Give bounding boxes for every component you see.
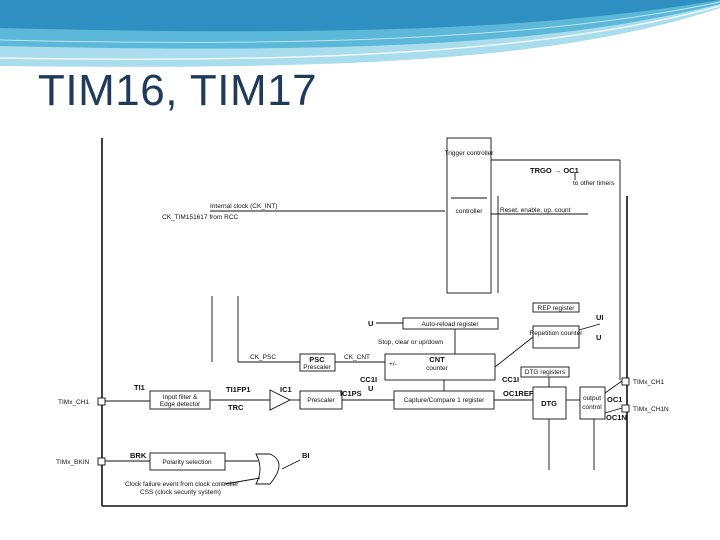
clock-failure-label: Clock failure event from clock controlle… (125, 481, 239, 488)
timx-ch1-out-pin (621, 377, 630, 386)
timx-ch1-out-label: TIMx_CH1 (633, 379, 664, 386)
psc-prescaler-block: PSC Prescaler (299, 353, 336, 372)
psc-label: PSC (309, 355, 325, 364)
plus-minus-label: +/- (389, 361, 397, 368)
ic1-label: IC1 (280, 385, 292, 394)
oc1ref-label: OC1REF (503, 389, 534, 398)
brk-label: BRK (130, 451, 147, 460)
autoreload-block: Auto-reload register U Stop, clear or up… (368, 317, 499, 354)
cc1i-out-label: CC1I (502, 375, 519, 384)
cnt-label: CNT (429, 355, 445, 364)
to-other-timers-label: to other timers (573, 180, 615, 187)
input-mux (269, 389, 292, 411)
timx-bkin-pin (97, 457, 106, 466)
timx-bkin-label: TIMx_BKIN (56, 459, 90, 466)
ck-cnt-label: CK_CNT (344, 354, 370, 361)
dtg-block: DTG (532, 386, 567, 420)
oc1-label: OC1 (607, 395, 622, 404)
edge-detector-label: Edge detector (160, 401, 201, 408)
oc1n-label: OC1N (606, 413, 627, 422)
control-label: control (582, 404, 602, 411)
controller-label: controller (456, 208, 484, 215)
dtg-registers-block: DTG registers (520, 366, 570, 378)
repetition-counter-block: REP register Repetition counter UI U (530, 302, 604, 349)
autoreload-label: Auto-reload register (421, 321, 479, 328)
rep-register-label: REP register (538, 305, 576, 312)
ic-prescaler-label: Prescaler (307, 397, 335, 404)
ck-psc-label: CK_PSC (250, 354, 276, 361)
trigger-controller-block: Trigger controller controller (445, 137, 499, 294)
u-ic-label: U (368, 384, 373, 393)
dtg-registers-label: DTG registers (525, 369, 566, 376)
css-label: CSS (clock security system) (140, 489, 221, 496)
stop-clear-label: Stop, clear or up/down (378, 339, 443, 346)
trc-label: TRC (228, 403, 244, 412)
repetition-label: Repetition counter (530, 330, 584, 337)
slide-title: TIM16, TIM17 (38, 66, 318, 115)
internal-clock-label: Internal clock (CK_INT) (210, 203, 278, 210)
ic-prescaler-block: Prescaler (299, 390, 343, 410)
u-repcnt-label: U (596, 333, 601, 342)
ti1-label: TI1 (134, 383, 145, 392)
ck-tim-label: CK_TIM151617 from RCC (162, 214, 239, 221)
header-wave-decoration (0, 0, 720, 67)
timx-ch1n-label: TIMx_CH1N (633, 406, 669, 413)
polarity-selection-label: Polarity selection (162, 459, 212, 466)
trgo-label: TRGO → OC1 (530, 166, 579, 175)
or-gate (255, 453, 280, 485)
ic1ps-label: IC1PS (340, 389, 362, 398)
cc1i-top-label: CC1I (360, 375, 377, 384)
ti1fp1-label: TI1FP1 (226, 385, 251, 394)
output-label: output (583, 395, 601, 402)
polarity-selection-block: Polarity selection (149, 452, 226, 471)
capture-compare-label: Capture/Compare 1 register (404, 397, 485, 404)
timx-ch1-pin (97, 397, 106, 406)
psc-prescaler-label: Prescaler (303, 364, 331, 371)
cnt-counter-block: CNT counter +/- (384, 353, 496, 381)
timx-ch1-in-label: TIMx_CH1 (58, 399, 89, 406)
capture-compare-block: Capture/Compare 1 register (393, 390, 495, 410)
u-arr-label: U (368, 319, 373, 328)
trigger-label: Trigger controller (445, 150, 495, 157)
cnt-counter-label: counter (426, 365, 449, 372)
ui-label: UI (596, 313, 604, 322)
timx-ch1n-pin (621, 404, 630, 413)
output-control-block: output control (579, 386, 606, 420)
diagram-frame (101, 138, 628, 507)
bi-label: BI (302, 451, 310, 460)
dtg-label: DTG (541, 399, 557, 408)
reset-enable-label: Reset, enable, up, count (500, 207, 571, 214)
input-filter-block: Input filter & Edge detector (149, 390, 211, 410)
input-filter-label: Input filter & (163, 394, 198, 401)
